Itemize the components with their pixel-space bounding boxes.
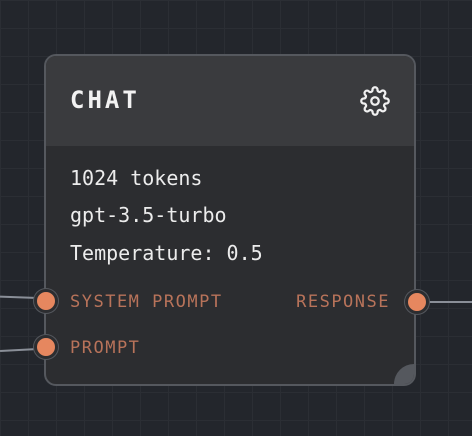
node-header[interactable]: CHAT [46,56,414,146]
gear-icon[interactable] [360,86,390,116]
response-output-label: RESPONSE [296,292,390,312]
model-name: gpt-3.5-turbo [70,203,227,227]
temperature-value: Temperature: 0.5 [70,241,263,265]
prompt-wire [0,348,39,352]
system-prompt-wire [0,295,39,299]
chat-node[interactable]: CHAT 1024 tokens gpt-3.5-turbo Temperatu… [44,54,416,386]
prompt-input-port[interactable] [34,335,58,359]
response-output-port[interactable] [405,290,429,314]
node-title: CHAT [70,86,140,114]
prompt-input-label: PROMPT [70,338,141,358]
resize-handle[interactable] [394,364,414,384]
token-count: 1024 tokens [70,166,203,190]
system-prompt-input-label: SYSTEM PROMPT [70,292,223,312]
system-prompt-input-port[interactable] [34,289,58,313]
response-wire [426,301,472,303]
